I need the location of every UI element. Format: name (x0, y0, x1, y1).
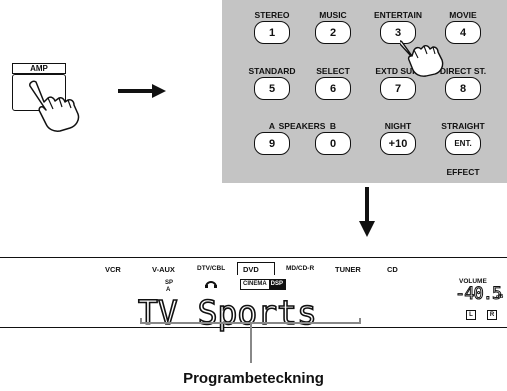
entertain-label: ENTERTAIN (373, 10, 423, 20)
speaker-a-label: A (268, 121, 276, 131)
pointing-hand-icon (400, 40, 444, 77)
key-7-button[interactable]: 7 (380, 77, 416, 100)
key-1-button[interactable]: 1 (254, 21, 290, 44)
select-label: SELECT (316, 66, 350, 76)
extd-sur-label: EXTD SUR. (375, 66, 421, 76)
input-vcr: VCR (105, 265, 121, 274)
effect-label: EFFECT (446, 167, 480, 177)
selected-input-frame (237, 262, 275, 275)
remote-panel: STEREO 1 MUSIC 2 ENTERTAIN 3 MOVIE 4 STA… (222, 0, 507, 183)
input-tuner: TUNER (335, 265, 361, 274)
input-v-aux: V-AUX (152, 265, 175, 274)
headphone-icon (205, 281, 217, 288)
right-channel-indicator: R (487, 310, 497, 320)
music-label: MUSIC (319, 10, 347, 20)
volume-unit: dB (496, 294, 504, 300)
key-0-button[interactable]: 0 (315, 132, 351, 155)
key-6-button[interactable]: 6 (315, 77, 351, 100)
right-arrow (118, 84, 166, 98)
down-arrow (359, 187, 375, 237)
ent-button[interactable]: ENT. (445, 132, 481, 155)
program-name-text: TV Sports (137, 293, 317, 332)
key-5-button[interactable]: 5 (254, 77, 290, 100)
key-9-button[interactable]: 9 (254, 132, 290, 155)
movie-label: MOVIE (449, 10, 477, 20)
cinema-dsp-logo: CINEMA DSP (240, 279, 287, 290)
speaker-a-indicator: A (166, 287, 171, 293)
input-md-cd-r: MD/CD-R (286, 265, 315, 272)
speakers-label: SPEAKERS (278, 121, 326, 131)
night-label: NIGHT (384, 121, 412, 131)
key-3-button[interactable]: 3 (380, 21, 416, 44)
input-cd: CD (387, 265, 398, 274)
sp-indicator: SP (165, 280, 174, 286)
front-panel-display: VCR V-AUX DTV/CBL DVD MD/CD-R TUNER CD S… (0, 257, 507, 332)
volume-value: -40.5 (454, 284, 502, 305)
input-dvd: DVD (243, 265, 259, 274)
left-channel-indicator: L (466, 310, 476, 320)
key-8-button[interactable]: 8 (445, 77, 481, 100)
standard-label: STANDARD (248, 66, 296, 76)
key-4-button[interactable]: 4 (445, 21, 481, 44)
speaker-b-label: B (329, 121, 337, 131)
key-2-button[interactable]: 2 (315, 21, 351, 44)
straight-label: STRAIGHT (441, 121, 485, 131)
amp-label: AMP (12, 63, 66, 74)
cinema-text: CINEMA (243, 281, 267, 287)
input-dtv-cbl: DTV/CBL (197, 265, 226, 272)
program-name-caption: Programbeteckning (183, 370, 324, 387)
key-plus10-button[interactable]: +10 (380, 132, 416, 155)
stereo-label: STEREO (254, 10, 290, 20)
program-name-bracket (140, 318, 361, 363)
direct-st-label: DIRECT ST. (439, 66, 487, 76)
dsp-text: DSP (268, 280, 286, 289)
volume-label: VOLUME (459, 278, 487, 285)
pointing-hand-icon (29, 80, 80, 132)
